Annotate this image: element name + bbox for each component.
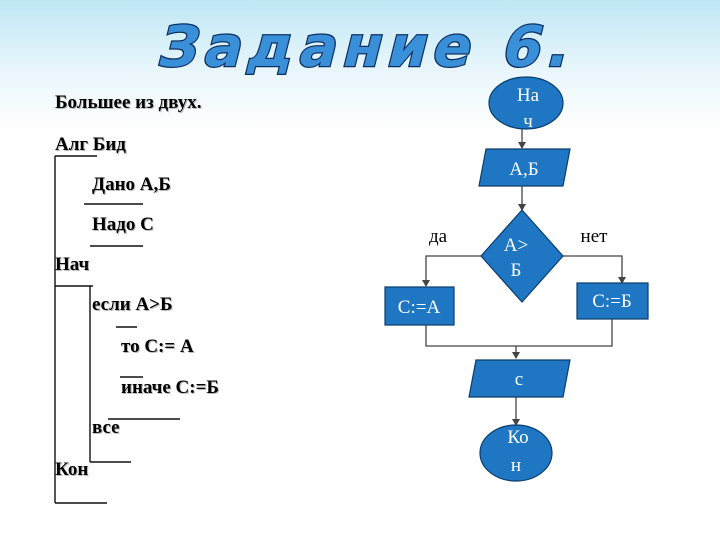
merge-line [425, 319, 613, 347]
flow-connectors [422, 129, 626, 426]
algorithm-line-need: Надо С [92, 214, 154, 235]
yes-branch-label: да [429, 226, 448, 247]
page-title: Задание 6. [152, 15, 584, 80]
assign-no-box [576, 282, 649, 320]
algorithm-line-given: Дано А,Б [92, 174, 171, 195]
no-branch-label: нет [581, 226, 609, 247]
title-wordart: Задание 6. [151, 14, 586, 81]
end-label-1: Ко [507, 427, 528, 448]
algorithm-line-endif: все [92, 417, 120, 438]
output-label: с [515, 369, 523, 390]
input-label: А,Б [509, 159, 538, 180]
input-parallelogram [478, 148, 571, 187]
algorithm-line-then: то С:= А [121, 336, 194, 357]
algorithm-line-end: Кон [55, 459, 89, 480]
start-oval [488, 76, 564, 130]
algorithm-line-else: иначе С:=Б [121, 377, 219, 398]
algorithm-line-if: если А>Б [92, 294, 173, 315]
arrow-yes-branch [422, 255, 481, 287]
end-label-2: н [511, 455, 521, 476]
algorithm-line-alg: Алг Бид [55, 134, 126, 155]
condition-label-1: А> [504, 235, 528, 256]
assign-yes-label: С:=А [398, 297, 441, 318]
start-label-1: На [517, 85, 540, 106]
end-oval [479, 424, 553, 482]
start-label-2: ч [523, 111, 533, 132]
algorithm-heading: Большее из двух. [55, 92, 202, 113]
assign-yes-box [384, 286, 455, 326]
assign-no-label: С:=Б [592, 291, 632, 312]
flowchart-labels: На ч А,Б А> Б С:=А С:=Б с Ко н да нет [398, 85, 632, 476]
algorithm-line-begin: Нач [55, 254, 90, 275]
algorithm-structure-lines [54, 155, 180, 504]
condition-diamond [480, 209, 564, 303]
output-parallelogram [468, 359, 571, 398]
condition-label-2: Б [511, 260, 522, 281]
arrow-no-branch [563, 255, 626, 284]
